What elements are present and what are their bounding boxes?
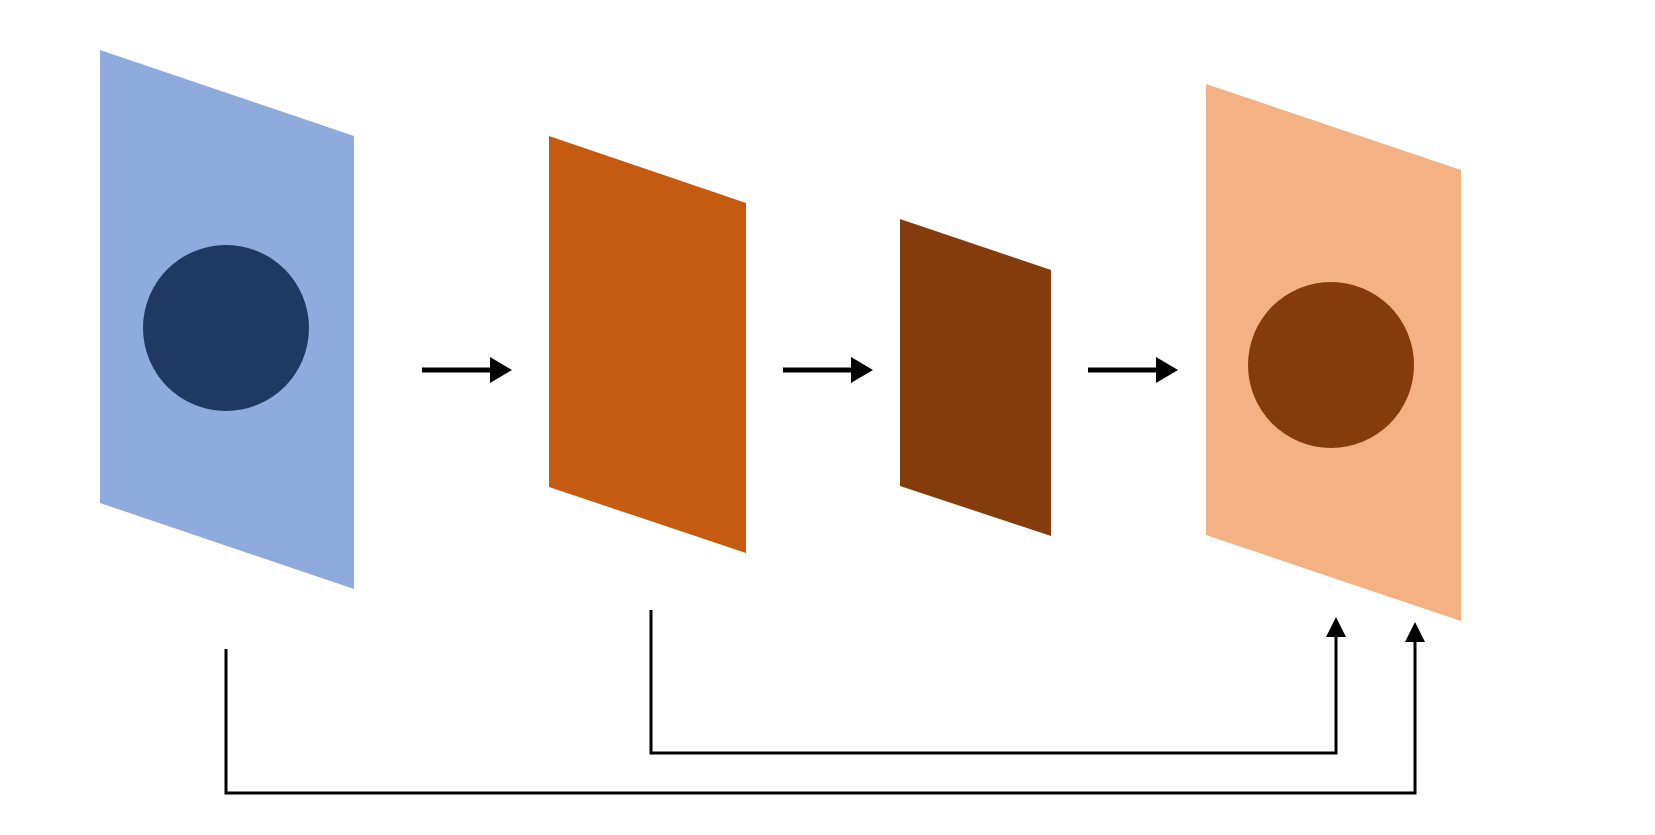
skip-connection-stage2-to-output <box>649 610 1346 755</box>
forward-arrow-1 <box>422 357 512 383</box>
forward-arrow-3 <box>1088 357 1178 383</box>
forward-arrow-2 <box>783 357 873 383</box>
stage-panel-stage-2 <box>549 136 746 553</box>
stage-circle-input <box>143 245 309 411</box>
stage-panel-stage-3 <box>900 219 1051 536</box>
skip-connection-input-to-output <box>224 622 1425 795</box>
stage-circle-output <box>1248 282 1414 448</box>
